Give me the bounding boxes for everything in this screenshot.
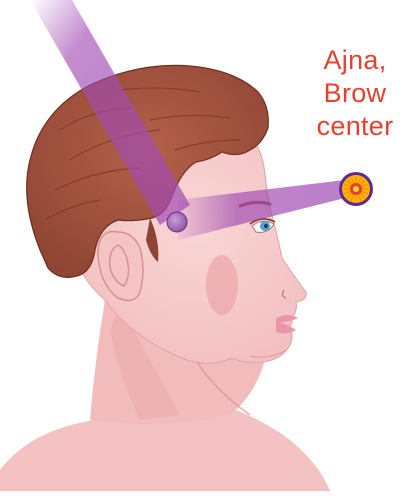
chakra-label-line-1: Ajna,: [300, 44, 410, 77]
chakra-symbol-icon: [339, 172, 373, 206]
pineal-gland: [167, 212, 187, 232]
chakra-label-line-2: Brow: [300, 77, 410, 110]
chakra-label-line-3: center: [300, 110, 410, 143]
chakra-label: Ajna, Brow center: [300, 44, 410, 143]
cheek-blush: [206, 255, 238, 315]
